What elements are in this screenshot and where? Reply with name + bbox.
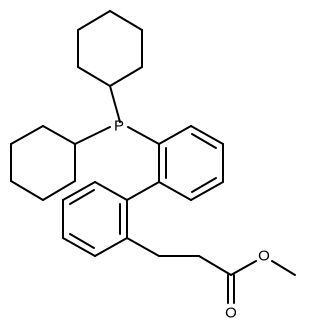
bond xyxy=(10,125,44,145)
bond xyxy=(126,237,160,257)
bond xyxy=(271,260,296,276)
cyclohexyl-ring-left xyxy=(10,125,76,201)
bond xyxy=(94,237,128,257)
bond xyxy=(77,66,111,87)
double-bond-inner xyxy=(69,233,95,249)
bond xyxy=(74,126,111,145)
bond xyxy=(109,66,143,87)
phosphorus-label: P xyxy=(114,118,124,135)
chemical-structure-diagram: P O O xyxy=(10,10,296,322)
bond xyxy=(158,181,192,201)
bond xyxy=(158,125,192,145)
bond xyxy=(10,180,44,201)
bond xyxy=(42,180,76,201)
carbonyl-oxygen-label: O xyxy=(225,305,237,322)
bond xyxy=(42,125,76,145)
double-bond-inner xyxy=(191,177,217,193)
atom-label-ester-oxygen: O xyxy=(258,248,270,265)
bond xyxy=(62,181,96,201)
bond xyxy=(190,181,224,201)
ester-chain xyxy=(126,237,296,304)
benzene-ring-upper xyxy=(158,125,224,201)
bond xyxy=(62,237,96,257)
bond xyxy=(109,10,143,31)
biaryl-bond xyxy=(126,181,160,201)
double-bond-inner xyxy=(69,189,95,205)
bond xyxy=(198,255,232,276)
bond xyxy=(127,126,160,145)
phosphorus-bonds xyxy=(74,85,160,145)
benzene-ring-lower xyxy=(62,181,128,257)
bond xyxy=(109,85,121,123)
bond xyxy=(94,181,128,201)
bond xyxy=(190,125,224,145)
bond xyxy=(77,10,111,31)
atom-label-carbonyl-oxygen: O xyxy=(225,305,237,322)
atom-label-phosphorus: P xyxy=(114,118,124,135)
ester-oxygen-label: O xyxy=(258,248,270,265)
double-bond-inner xyxy=(191,133,217,149)
bond xyxy=(230,260,257,276)
cyclohexyl-ring-top xyxy=(77,10,143,87)
